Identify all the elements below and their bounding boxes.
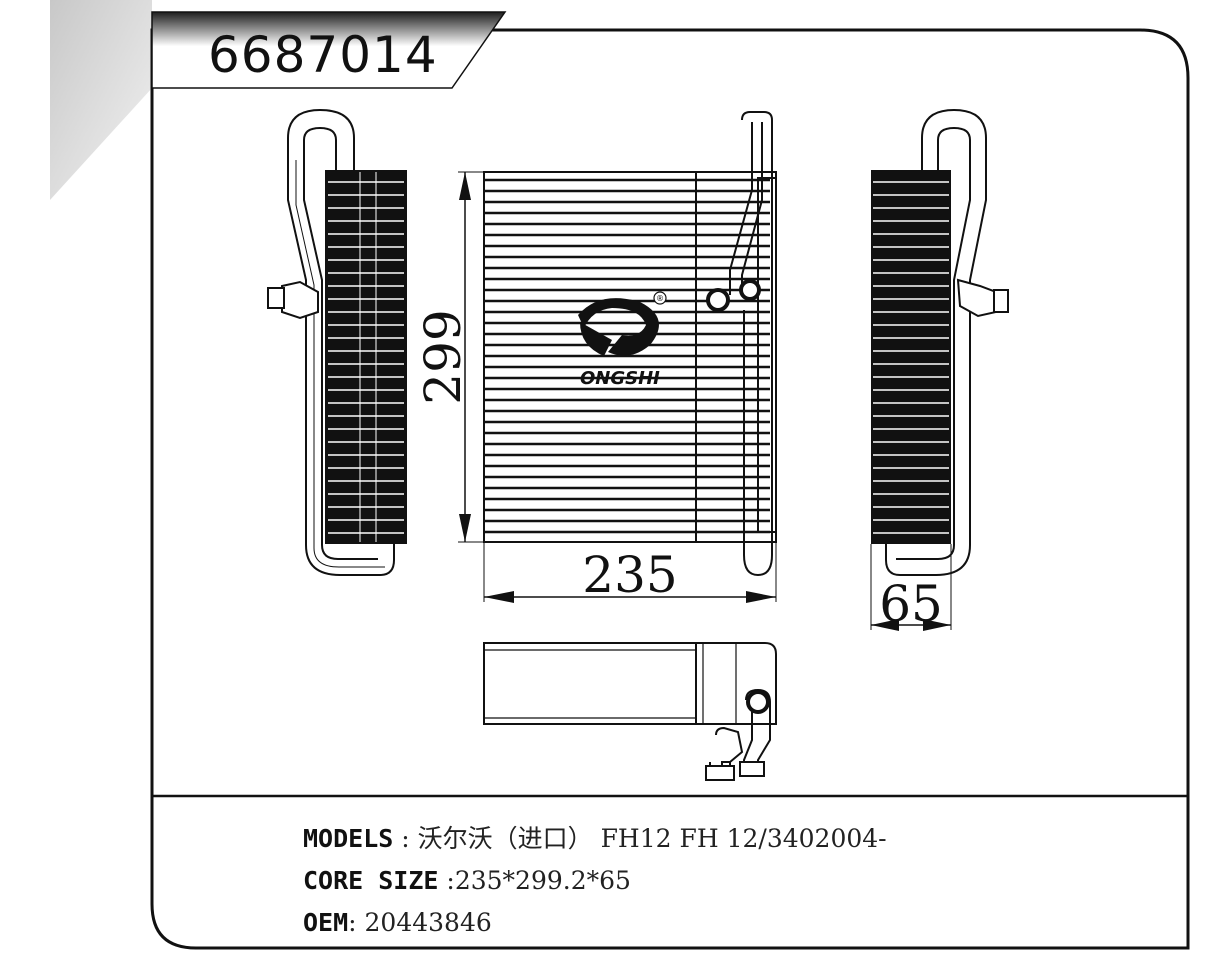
svg-text:®: ® (656, 294, 664, 303)
dimension-width-label: 235 (582, 546, 677, 604)
brand-logo-icon: ® ONGSHI (578, 291, 667, 389)
spec-sep: : (438, 866, 455, 895)
part-number: 6687014 (208, 26, 438, 84)
spec-key: OEM (303, 908, 349, 937)
spec-row-oem: OEM: 20443846 (303, 902, 887, 944)
dimension-depth-label: 65 (879, 575, 943, 633)
evaporator-side-view-left (267, 108, 407, 576)
spec-value-models: 沃尔沃（进口） FH12 FH 12/3402004- (417, 824, 887, 853)
spec-key: CORE SIZE (303, 866, 439, 895)
corner-shade (50, 0, 152, 200)
svg-text:ONGSHI: ONGSHI (580, 368, 660, 389)
spec-value-oem: 20443846 (364, 908, 492, 937)
dimension-height-label: 299 (414, 309, 472, 404)
spec-value-core-size: 235*299.2*65 (454, 866, 631, 895)
depth-dimension: 65 (870, 544, 952, 633)
spec-sep: : (348, 908, 365, 937)
part-number-tab (151, 11, 507, 89)
spec-block: MODELS : 沃尔沃（进口） FH12 FH 12/3402004- COR… (303, 818, 887, 944)
height-dimension: 299 (414, 171, 484, 543)
spec-row-models: MODELS : 沃尔沃（进口） FH12 FH 12/3402004- (303, 818, 887, 860)
spec-sep: : (393, 824, 418, 853)
evaporator-front-view: ® ONGSHI (483, 111, 777, 577)
evaporator-top-view (483, 642, 777, 781)
spec-row-core-size: CORE SIZE :235*299.2*65 (303, 860, 887, 902)
sheet-frame (150, 28, 1190, 950)
spec-key: MODELS (303, 824, 394, 853)
width-dimension: 235 (483, 542, 777, 604)
evaporator-side-view-right (871, 108, 1009, 576)
